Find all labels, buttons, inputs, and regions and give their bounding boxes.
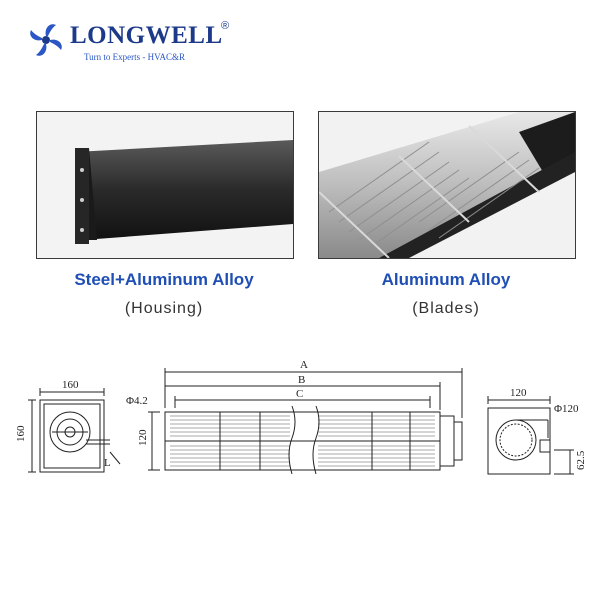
side-height-label: 160 — [15, 425, 27, 442]
blades-material: Aluminum Alloy — [381, 270, 511, 289]
registered-mark: ® — [221, 20, 230, 32]
blades-illustration — [319, 112, 575, 258]
blades-label: (Blades) — [412, 300, 480, 317]
dim-c-label: C — [296, 388, 303, 400]
dim-b-label: B — [298, 374, 305, 386]
housing-photo — [36, 111, 294, 259]
dim-a-label: A — [300, 359, 308, 371]
housing-material: Steel+Aluminum Alloy — [74, 270, 254, 289]
brand-logo: LONGWELL ® Turn to Experts - HVAC&R — [26, 20, 230, 68]
brand-tagline: Turn to Experts - HVAC&R — [84, 52, 186, 62]
fan-icon — [30, 24, 62, 56]
brand-name: LONGWELL — [70, 22, 223, 49]
side-width-label: 160 — [62, 379, 79, 391]
blades-photo — [318, 111, 576, 259]
end-offset-label: 62.5 — [575, 450, 587, 470]
end-diameter-label: Φ120 — [554, 403, 579, 415]
hole-diameter-label: Φ4.2 — [126, 395, 148, 407]
main-height-label: 120 — [137, 429, 149, 446]
housing-illustration — [37, 112, 293, 258]
end-width-label: 120 — [510, 387, 527, 399]
lead-label: L — [104, 457, 111, 469]
technical-drawing: 160 160 L — [15, 359, 587, 475]
housing-label: (Housing) — [124, 300, 204, 317]
